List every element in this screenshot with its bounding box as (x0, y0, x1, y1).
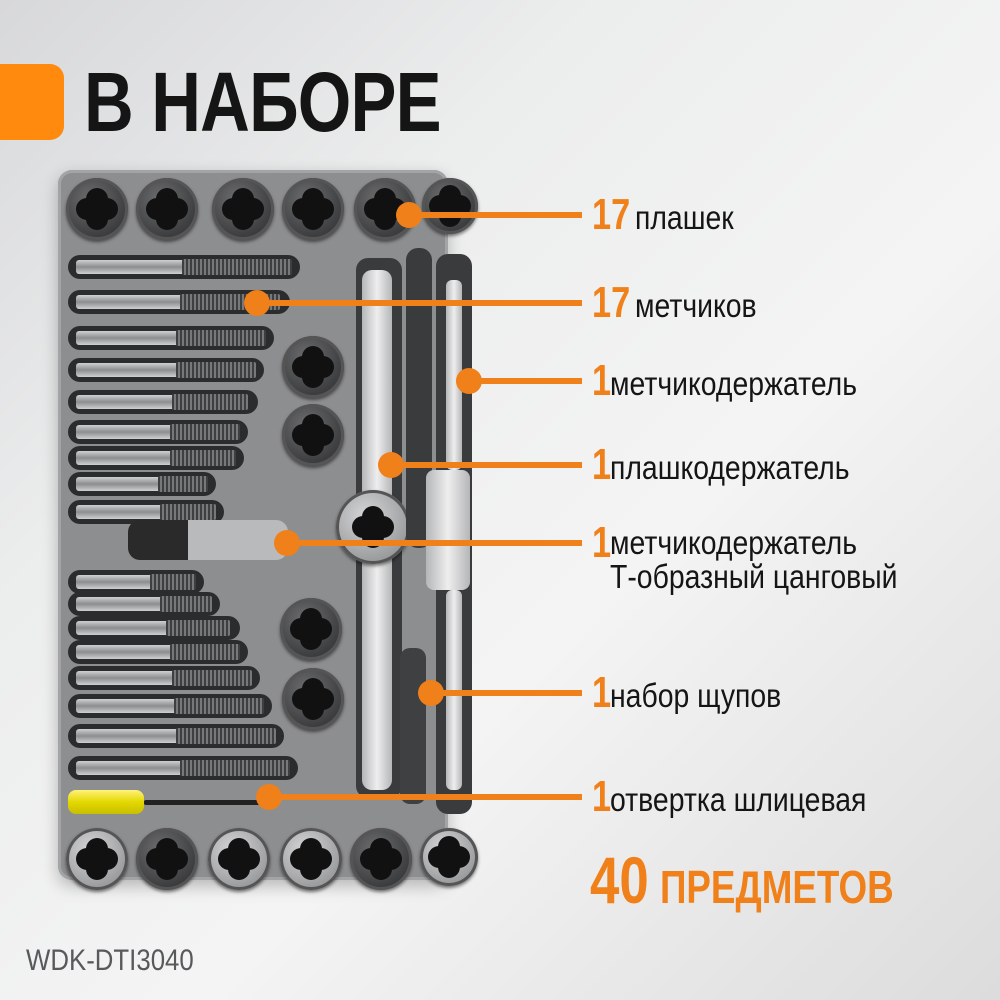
tap-slot (68, 592, 220, 616)
item-label-t-collet-holder: 1 метчикодержатель Т-образный цанговый (592, 518, 945, 594)
item-count: 1 (592, 440, 612, 489)
die-icon (420, 828, 478, 886)
screwdriver-shaft (144, 800, 264, 805)
item-count: 1 (592, 668, 612, 717)
item-count: 1 (592, 518, 612, 567)
tap-slot (68, 326, 274, 350)
die-icon (282, 404, 344, 466)
callout-line (470, 378, 582, 384)
tap-slot (68, 390, 258, 414)
callout-line (392, 462, 582, 468)
item-text: набор щупов (610, 677, 782, 714)
tap-wrench-icon (426, 470, 470, 590)
t-collet-holder-icon (128, 520, 288, 560)
tap-slot (68, 570, 204, 594)
total-items: 40 ПРЕДМЕТОВ (590, 842, 894, 918)
item-label-tap-holder: 1 метчикодержатель (592, 356, 898, 406)
item-count: 17 (592, 190, 631, 239)
die-icon (422, 178, 478, 234)
tap-slot (68, 694, 272, 718)
die-icon (66, 828, 128, 890)
page-title: В НАБОРЕ (84, 55, 442, 149)
die-icon (280, 598, 342, 660)
callout-line (258, 300, 582, 306)
item-count: 1 (592, 772, 612, 821)
item-label-taps: 17 метчиков (592, 278, 776, 328)
total-label: ПРЕДМЕТОВ (659, 861, 894, 913)
item-text: метчикодержатель (610, 524, 858, 561)
item-label-feeler-gauge: 1 набор щупов (592, 668, 810, 718)
tap-slot (68, 446, 244, 470)
item-count: 1 (592, 356, 612, 405)
die-icon (282, 178, 344, 240)
item-label-screwdriver: 1 отвертка шлицевая (592, 772, 909, 822)
tap-slot (68, 255, 300, 279)
item-text: метчикодержатель (610, 365, 858, 402)
callout-line (432, 690, 582, 696)
tap-slot (68, 358, 264, 382)
die-icon (282, 336, 344, 398)
callout-line (410, 212, 582, 218)
item-count: 17 (592, 278, 631, 327)
screwdriver-icon (68, 790, 144, 814)
tap-slot (68, 472, 216, 496)
callout-line (288, 540, 582, 546)
item-text-line2: Т-образный цанговый (610, 558, 898, 595)
accent-block (0, 64, 64, 140)
tap-slot (68, 666, 260, 690)
die-icon (212, 178, 274, 240)
die-icon (280, 828, 342, 890)
tap-slot (68, 724, 284, 748)
tap-slot (68, 420, 248, 444)
tap-slot (68, 616, 240, 640)
die-icon (66, 178, 128, 240)
die-icon (282, 668, 344, 730)
item-text: плашек (634, 199, 734, 236)
item-label-die-holder: 1 плашкодержатель (592, 440, 889, 490)
die-icon (350, 828, 412, 890)
item-text: метчиков (634, 287, 757, 324)
tap-slot (68, 756, 298, 780)
item-text: отвертка шлицевая (610, 781, 867, 818)
die-icon (136, 828, 198, 890)
tap-slot (68, 640, 248, 664)
callout-line (270, 794, 582, 800)
die-holder-ring (336, 490, 410, 564)
die-icon (136, 178, 198, 240)
model-number: WDK-DTI3040 (26, 944, 194, 977)
item-text: плашкодержатель (610, 449, 851, 486)
item-label-dies: 17 плашек (592, 190, 750, 240)
feeler-gauge-icon (400, 648, 426, 804)
die-icon (208, 828, 270, 890)
tap-wrench-handle (446, 280, 462, 470)
total-count: 40 (590, 843, 649, 917)
